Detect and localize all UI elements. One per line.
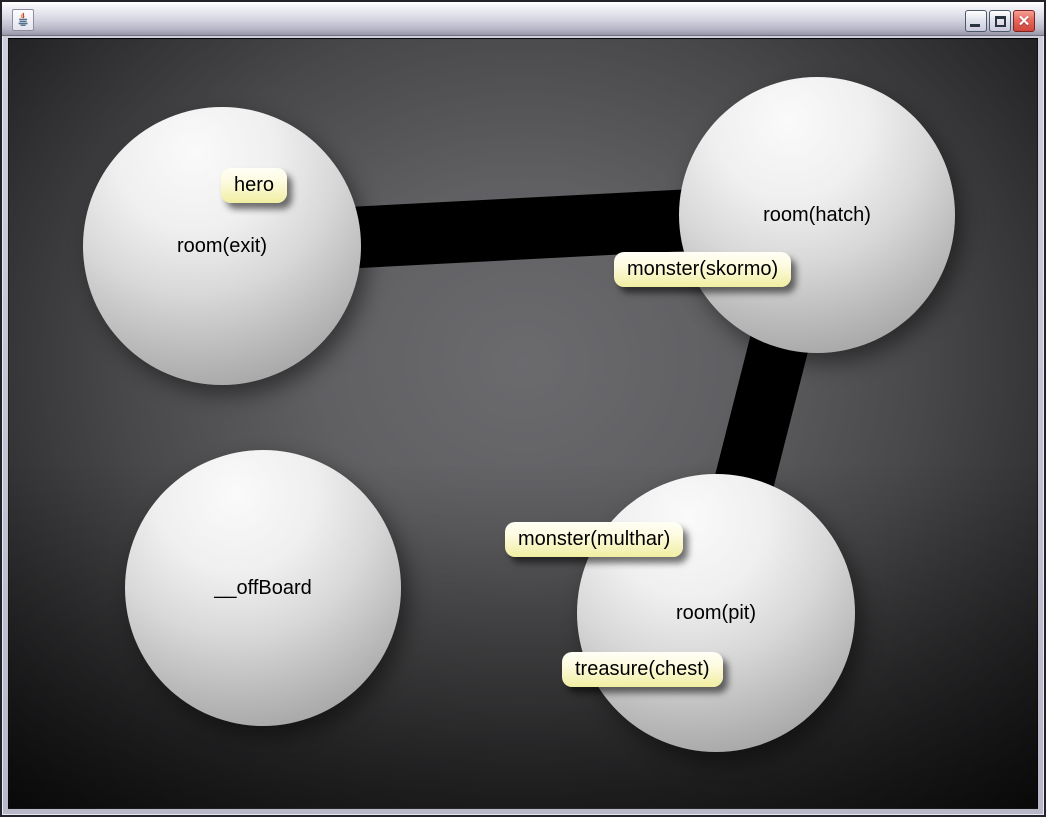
maximize-icon — [995, 16, 1006, 27]
minimize-icon — [970, 24, 980, 27]
tag-monster-multhar[interactable]: monster(multhar) — [505, 522, 684, 557]
titlebar[interactable]: ✕ — [2, 2, 1044, 36]
node-label: __offBoard — [214, 576, 312, 599]
close-button[interactable]: ✕ — [1013, 10, 1035, 32]
maximize-button[interactable] — [989, 10, 1011, 32]
java-coffee-cup-icon — [15, 12, 31, 28]
node-room-hatch[interactable]: room(hatch) — [679, 77, 955, 353]
minimize-button[interactable] — [965, 10, 987, 32]
node-room-pit[interactable]: room(pit) — [577, 474, 855, 752]
node-label: room(hatch) — [763, 203, 871, 226]
node-offboard[interactable]: __offBoard — [125, 450, 401, 726]
tag-hero[interactable]: hero — [221, 168, 288, 203]
node-room-exit[interactable]: room(exit) — [83, 107, 361, 385]
graph-canvas[interactable]: room(exit) room(hatch) __offBoard room(p… — [8, 38, 1038, 809]
node-label: room(exit) — [176, 234, 267, 257]
node-label: room(pit) — [675, 601, 756, 624]
tag-treasure-chest[interactable]: treasure(chest) — [562, 652, 723, 687]
close-icon: ✕ — [1017, 12, 1031, 30]
window-controls: ✕ — [965, 10, 1035, 32]
java-app-icon-button[interactable] — [12, 9, 34, 31]
tag-monster-skormo[interactable]: monster(skormo) — [614, 252, 792, 287]
